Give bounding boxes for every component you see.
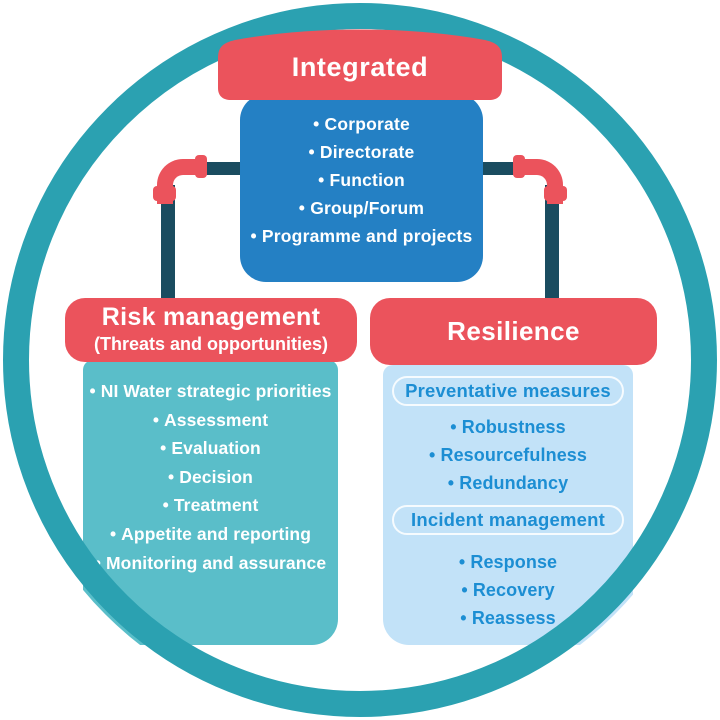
integrated-banner-title: Integrated (291, 52, 429, 82)
circle-ring (3, 3, 717, 717)
